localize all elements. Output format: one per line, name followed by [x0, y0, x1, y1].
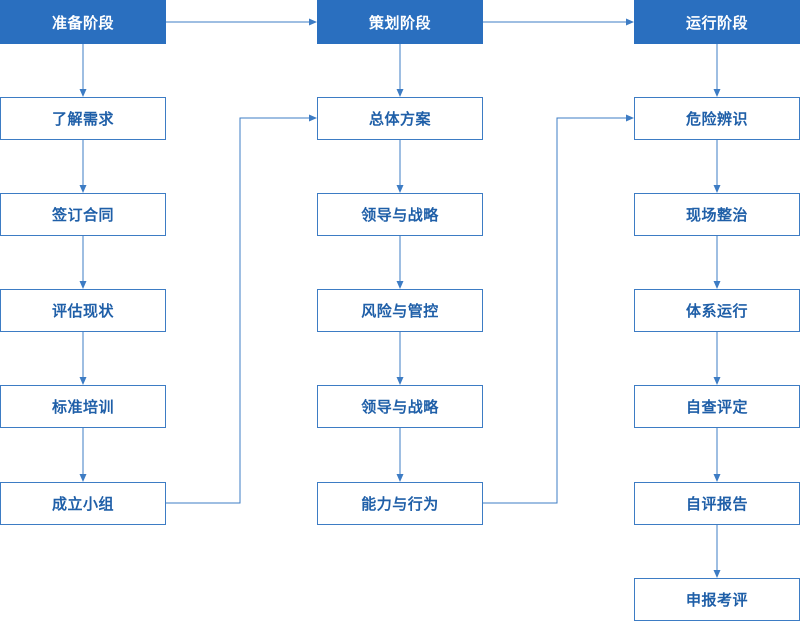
stage-header-planning: 策划阶段: [317, 0, 483, 44]
stage-header-preparation: 准备阶段: [0, 0, 166, 44]
step-system-operation: 体系运行: [634, 289, 800, 332]
elbow-c2-to-c3: [483, 114, 634, 504]
step-apply-evaluation: 申报考评: [634, 578, 800, 621]
step-overall-plan: 总体方案: [317, 97, 483, 140]
step-self-assessment: 自查评定: [634, 385, 800, 428]
step-site-rectification: 现场整治: [634, 193, 800, 236]
step-risk-control: 风险与管控: [317, 289, 483, 332]
step-standard-training: 标准培训: [0, 385, 166, 428]
step-leadership-strategy-2: 领导与战略: [317, 385, 483, 428]
stage-header-operation: 运行阶段: [634, 0, 800, 44]
elbow-c1-to-c2: [166, 114, 317, 504]
step-hazard-identification: 危险辨识: [634, 97, 800, 140]
step-form-team: 成立小组: [0, 482, 166, 525]
step-assess-status: 评估现状: [0, 289, 166, 332]
step-self-evaluation-report: 自评报告: [634, 482, 800, 525]
step-understand-requirements: 了解需求: [0, 97, 166, 140]
step-capability-behavior: 能力与行为: [317, 482, 483, 525]
step-leadership-strategy-1: 领导与战略: [317, 193, 483, 236]
step-sign-contract: 签订合同: [0, 193, 166, 236]
